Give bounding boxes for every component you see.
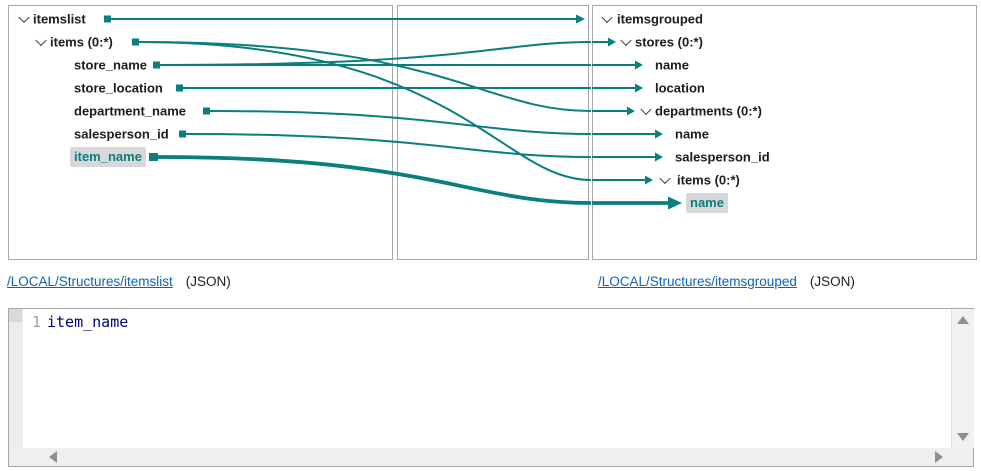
target-node-items[interactable]: items (0:*) [677,172,740,188]
target-node-itemsgrouped[interactable]: itemsgrouped [617,11,703,27]
target-node-name-store[interactable]: name [655,57,689,73]
source-node-items[interactable]: items (0:*) [50,34,113,50]
source-format-label: (JSON) [185,274,231,289]
horizontal-scrollbar[interactable] [9,448,951,466]
target-format-label: (JSON) [809,274,855,289]
scroll-left-icon[interactable] [49,451,57,463]
editor-line-number: 1 [31,313,41,331]
expression-editor[interactable]: 1 item_name [8,308,974,467]
scroll-up-icon[interactable] [957,316,969,324]
vertical-scrollbar[interactable] [951,309,974,448]
editor-gutter [9,309,23,448]
target-node-salesperson-id[interactable]: salesperson_id [675,149,770,165]
editor-code-line[interactable]: item_name [47,313,129,331]
target-node-departments[interactable]: departments (0:*) [655,103,762,119]
target-node-location[interactable]: location [655,80,705,96]
source-node-department-name[interactable]: department_name [74,103,186,119]
target-node-name-department[interactable]: name [675,126,709,142]
source-node-itemslist[interactable]: itemslist [33,11,86,27]
scroll-right-icon[interactable] [935,451,943,463]
target-node-name-item-selected[interactable]: name [686,193,728,213]
source-node-store-location[interactable]: store_location [74,80,163,96]
scroll-down-icon[interactable] [957,433,969,441]
editor-gutter-corner [9,309,22,322]
target-node-stores[interactable]: stores (0:*) [635,34,703,50]
source-node-salesperson-id[interactable]: salesperson_id [74,126,169,142]
source-structure-link[interactable]: /LOCAL/Structures/itemslist [7,274,173,289]
source-node-store-name[interactable]: store_name [74,57,147,73]
target-structure-row: /LOCAL/Structures/itemsgrouped (JSON) [598,273,855,290]
target-structure-link[interactable]: /LOCAL/Structures/itemsgrouped [598,274,797,289]
scrollbar-corner [951,448,973,466]
source-structure-row: /LOCAL/Structures/itemslist (JSON) [7,273,231,290]
mapping-lines-panel [397,5,589,260]
source-node-item-name-selected[interactable]: item_name [70,147,146,167]
